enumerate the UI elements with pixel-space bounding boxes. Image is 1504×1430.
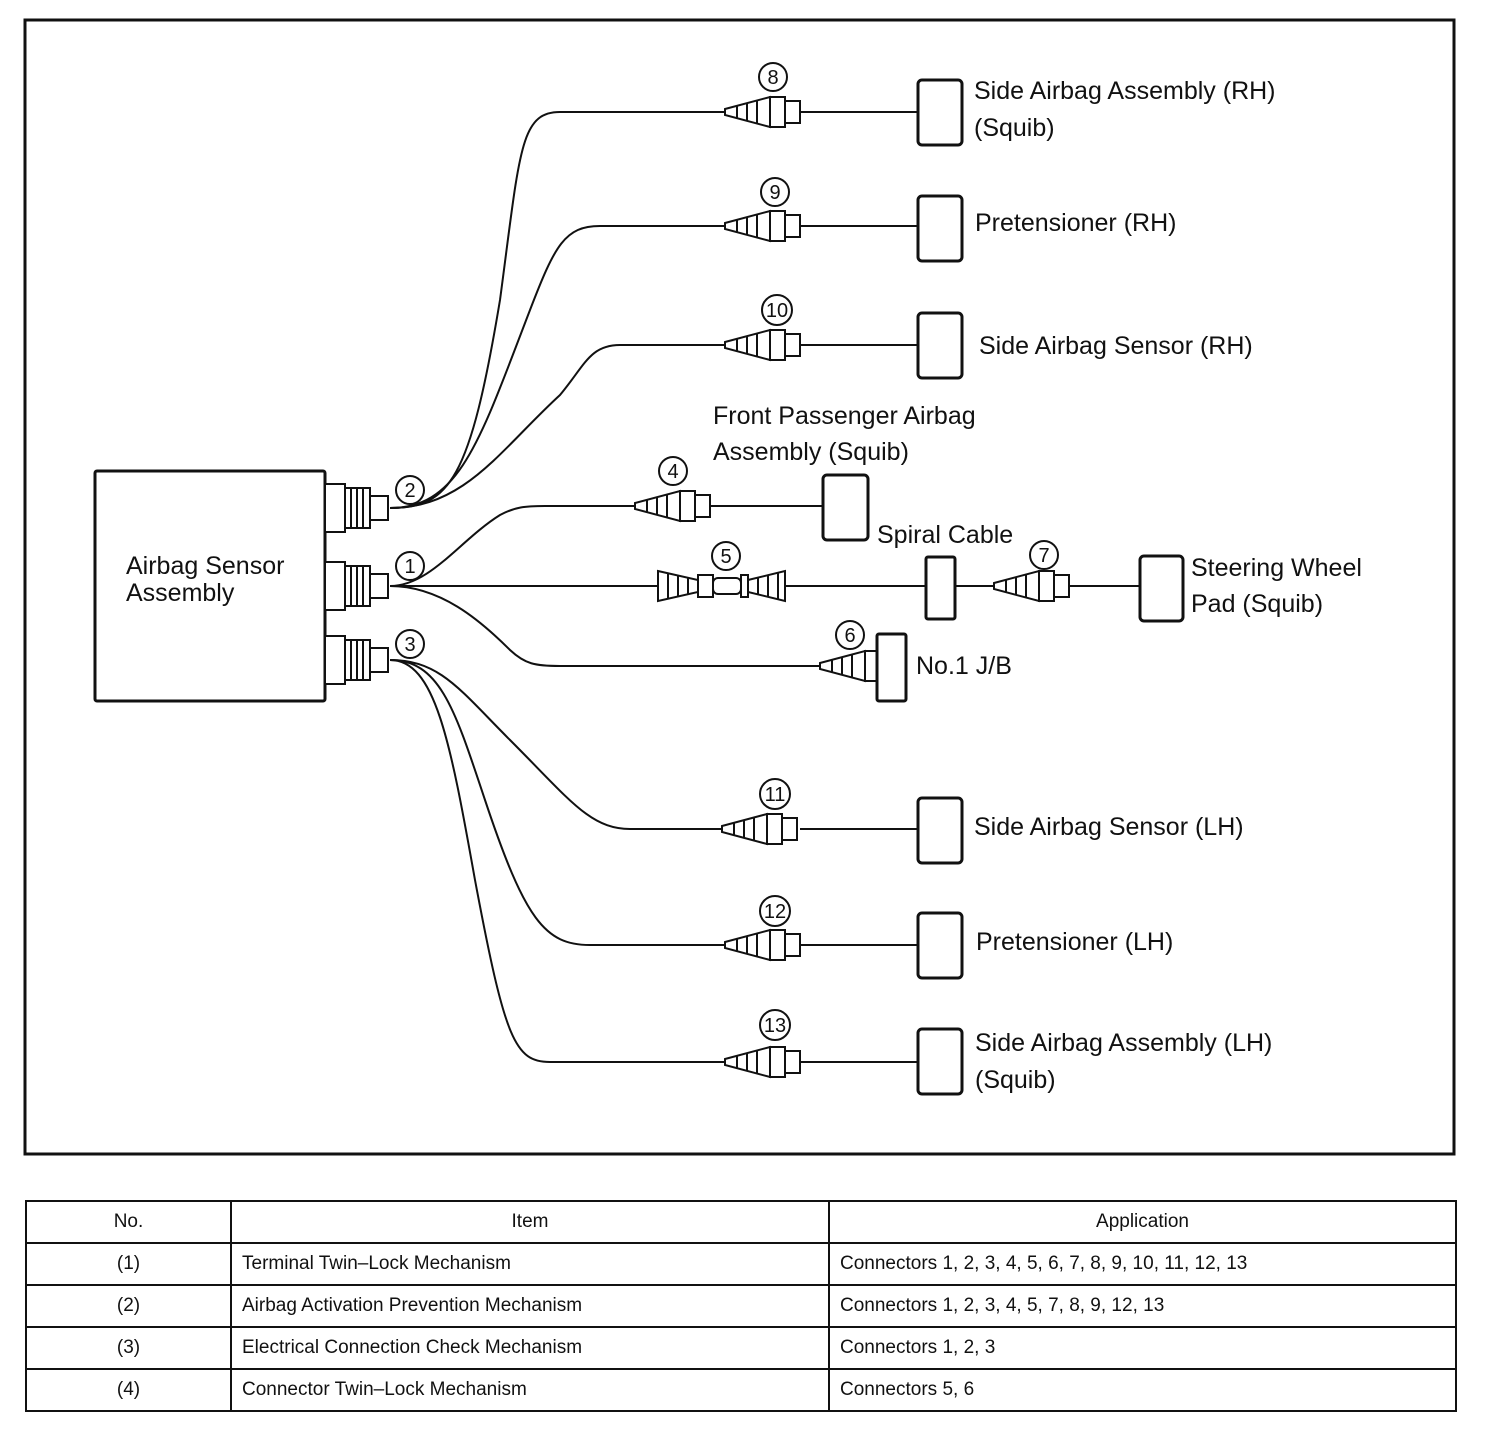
mechanism-table: No. Item Application (1) Terminal Twin–L… — [25, 1200, 1457, 1412]
table-row: (2) Airbag Activation Prevention Mechani… — [25, 1284, 1457, 1328]
pretensioner-rh-box — [916, 194, 964, 263]
num-circle-7 — [1029, 540, 1059, 570]
steering-wheel-pad-label: Steering Wheel Pad (Squib) — [1191, 554, 1369, 618]
wire-1-to-6 — [389, 585, 822, 667]
row-application: Connectors 1, 2, 3 — [828, 1326, 1457, 1370]
connector-9 — [724, 209, 801, 243]
num-circle-11 — [759, 778, 791, 810]
connector-2 — [324, 483, 389, 533]
row-no: (3) — [25, 1326, 232, 1370]
sensor-assembly-label: Airbag Sensor Assembly — [126, 552, 291, 607]
num-circle-13 — [759, 1009, 791, 1041]
row-no: (2) — [25, 1284, 232, 1328]
wire-1-to-4 — [389, 505, 635, 587]
connector-6 — [819, 649, 878, 683]
num-12: 12 — [764, 901, 786, 923]
connector-13 — [724, 1045, 801, 1079]
steering-wheel-pad-box — [1138, 554, 1185, 623]
connector-number-labels: 2 1 3 8 9 10 4 5 7 6 11 12 13 — [395, 62, 1059, 1041]
wire-3-to-12 — [389, 659, 726, 946]
row-no: (4) — [25, 1368, 232, 1412]
num-8: 8 — [767, 67, 778, 89]
connector-1 — [324, 561, 389, 611]
num-3: 3 — [404, 634, 415, 656]
wire-2-to-10 — [389, 344, 725, 509]
num-circle-12 — [759, 895, 791, 927]
num-circle-4 — [658, 456, 688, 486]
header-application: Application — [828, 1200, 1457, 1244]
connector-3 — [324, 635, 389, 685]
num-circle-8 — [758, 62, 788, 92]
num-circle-2 — [395, 475, 425, 505]
header-item: Item — [230, 1200, 830, 1244]
num-circle-10 — [761, 294, 793, 326]
side-airbag-assembly-lh-label: Side Airbag Assembly (LH) (Squib) — [975, 1029, 1279, 1094]
num-2: 2 — [404, 480, 415, 502]
row-no: (1) — [25, 1242, 232, 1286]
num-9: 9 — [769, 182, 780, 204]
side-airbag-sensor-lh-label: Side Airbag Sensor (LH) — [974, 813, 1244, 841]
side-airbag-sensor-rh-box — [916, 311, 964, 380]
wire-3-to-11 — [389, 659, 724, 830]
wire-2-to-8 — [389, 111, 725, 509]
num-7: 7 — [1038, 545, 1049, 567]
num-circle-1 — [395, 551, 425, 581]
num-circle-6 — [835, 620, 865, 650]
jb-box — [875, 632, 908, 703]
side-airbag-sensor-rh-label: Side Airbag Sensor (RH) — [979, 332, 1253, 360]
spiral-cable-box — [924, 555, 957, 621]
connector-8 — [724, 95, 801, 129]
side-airbag-assembly-rh-box — [916, 78, 964, 147]
num-10: 10 — [766, 300, 788, 322]
num-circle-5 — [711, 541, 741, 571]
side-airbag-sensor-lh-box — [916, 796, 964, 865]
num-6: 6 — [844, 625, 855, 647]
table-row: (3) Electrical Connection Check Mechanis… — [25, 1326, 1457, 1370]
row-item: Electrical Connection Check Mechanism — [230, 1326, 830, 1370]
diagram-frame — [23, 18, 1456, 1156]
num-13: 13 — [764, 1015, 786, 1037]
front-passenger-airbag-label: Front Passenger Airbag Assembly (Squib) — [713, 402, 983, 466]
num-11: 11 — [765, 784, 786, 806]
connector-7 — [993, 569, 1070, 603]
connector-10 — [724, 328, 801, 362]
row-item: Connector Twin–Lock Mechanism — [230, 1368, 830, 1412]
spiral-cable-label: Spiral Cable — [877, 521, 1013, 549]
row-item: Terminal Twin–Lock Mechanism — [230, 1242, 830, 1286]
connector-12 — [724, 928, 801, 962]
front-passenger-airbag-box — [821, 473, 870, 542]
wire-2-to-9 — [389, 225, 725, 509]
row-application: Connectors 5, 6 — [828, 1368, 1457, 1412]
num-4: 4 — [667, 461, 678, 483]
table-row: (1) Terminal Twin–Lock Mechanism Connect… — [25, 1242, 1457, 1286]
connector-11 — [721, 812, 798, 846]
pretensioner-rh-label: Pretensioner (RH) — [975, 209, 1176, 237]
wiring-diagram: Airbag Sensor Assembly — [23, 18, 1456, 1156]
table-header-row: No. Item Application — [25, 1200, 1457, 1244]
connector-4 — [634, 489, 711, 523]
num-1: 1 — [404, 556, 415, 578]
num-circle-9 — [760, 177, 790, 207]
pretensioner-lh-label: Pretensioner (LH) — [976, 928, 1173, 956]
side-airbag-assembly-rh-label: Side Airbag Assembly (RH) (Squib) — [974, 77, 1282, 142]
num-5: 5 — [720, 546, 731, 568]
connector-5 — [657, 569, 786, 603]
table-row: (4) Connector Twin–Lock Mechanism Connec… — [25, 1368, 1457, 1412]
pretensioner-lh-box — [916, 911, 964, 980]
jb-label: No.1 J/B — [916, 652, 1012, 680]
header-no: No. — [25, 1200, 232, 1244]
row-application: Connectors 1, 2, 3, 4, 5, 7, 8, 9, 12, 1… — [828, 1284, 1457, 1328]
wire-3-to-13 — [389, 659, 726, 1063]
wires — [389, 111, 1140, 1063]
row-item: Airbag Activation Prevention Mechanism — [230, 1284, 830, 1328]
row-application: Connectors 1, 2, 3, 4, 5, 6, 7, 8, 9, 10… — [828, 1242, 1457, 1286]
side-airbag-assembly-lh-box — [916, 1027, 964, 1096]
num-circle-3 — [395, 629, 425, 659]
